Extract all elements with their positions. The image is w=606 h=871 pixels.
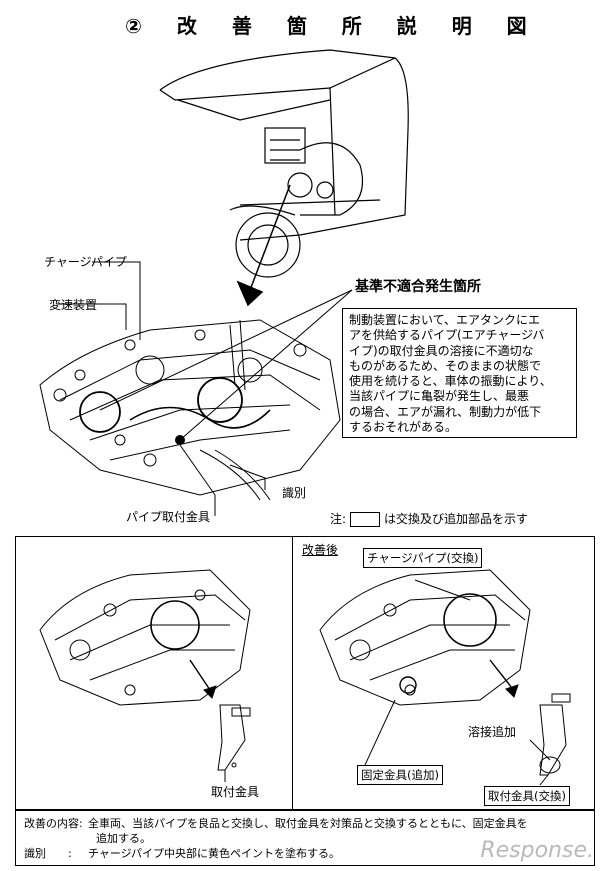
comparison-panel [15, 536, 595, 810]
description-line: 制動装置において、エアタンクにエ [349, 313, 541, 327]
charge-pipe-label: チャージパイプ [44, 255, 127, 269]
description-line: 使用を続けると、車体の振動により、 [349, 374, 552, 389]
description-line: の場合、エアが漏れ、制動力が低下 [349, 404, 542, 419]
improvement-content-line: 全車両、当該パイプを良品と交換し、取付金具を対策品と交換するとともに、固定金具を [88, 817, 528, 830]
description-line: ものがあるため、そのままの状態で [349, 358, 542, 373]
identification-value: チャージパイプ中央部に黄色ペイントを塗布する。 [88, 847, 341, 860]
legend-box-sample [350, 512, 381, 527]
leader-lines [57, 261, 353, 516]
improvement-content-line: 追加する。 [96, 832, 151, 845]
identification-label: 識別 [282, 486, 307, 500]
improvement-summary: 改善の内容: 全車両、当該パイプを良品と交換し、取付金具を対策品と交換するととも… [15, 810, 595, 866]
page-title: ② 改 善 箇 所 説 明 図 [125, 14, 541, 38]
response-watermark-logo: Response. [480, 838, 594, 863]
description-line: イプ)の取付金具の溶接に不適切な [349, 343, 534, 358]
engine-illustration [39, 319, 341, 501]
zoom-arrow [236, 184, 291, 307]
before-bracket-label: 取付金具 [211, 785, 260, 799]
truck-illustration [159, 49, 409, 278]
nonconformity-heading: 基準不適合発生箇所 [355, 279, 481, 295]
legend-note-prefix: 注: [330, 512, 347, 526]
fixing-bracket-added-label: 固定金具(追加) [357, 765, 443, 785]
legend-note-suffix: は交換及び追加部品を示す [384, 512, 529, 526]
charge-pipe-exchange-label: チャージパイプ(交換) [363, 548, 483, 568]
improvement-content-key: 改善の内容: [24, 817, 83, 830]
description-box: 制動装置において、エアタンクにエ アを供給するパイプ(エアチャージバ イプ)の取… [342, 308, 577, 438]
before-engine-illustration [39, 569, 251, 782]
description-line: 当該パイプに亀裂が発生し、最悪 [349, 389, 530, 404]
description-line: するおそれがある。 [349, 420, 458, 435]
legend-note: 注: は交換及び追加部品を示す [330, 510, 528, 527]
after-engine-illustration [319, 569, 571, 786]
transmission-label: 変速装置 [49, 298, 98, 312]
description-line: アを供給するパイプ(エアチャージバ [349, 328, 545, 343]
bracket-exchange-label: 取付金具(交換) [484, 786, 570, 806]
panel-divider [292, 536, 293, 810]
pipe-bracket-label: パイプ取付金具 [126, 510, 211, 524]
weld-added-label: 溶接追加 [468, 725, 517, 739]
after-heading: 改善後 [302, 543, 339, 557]
identification-key: 識別 : [24, 847, 72, 860]
